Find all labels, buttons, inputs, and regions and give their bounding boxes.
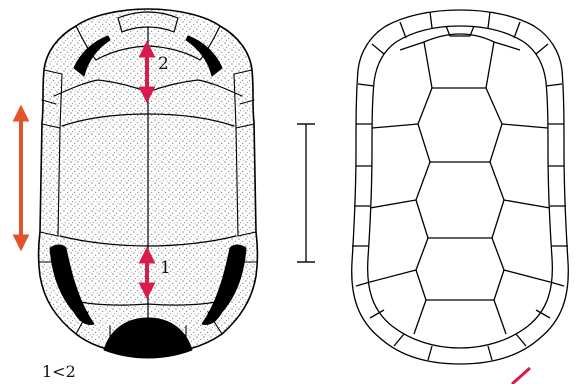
arrow-1-label: 1 bbox=[160, 258, 171, 278]
arrow-2-label: 2 bbox=[158, 54, 169, 74]
corner-mark bbox=[512, 368, 530, 384]
carapace-outline bbox=[352, 10, 569, 364]
carapace-drawing bbox=[352, 10, 569, 364]
scale-bar bbox=[297, 124, 315, 262]
comparison-label: 1<2 bbox=[42, 362, 76, 381]
